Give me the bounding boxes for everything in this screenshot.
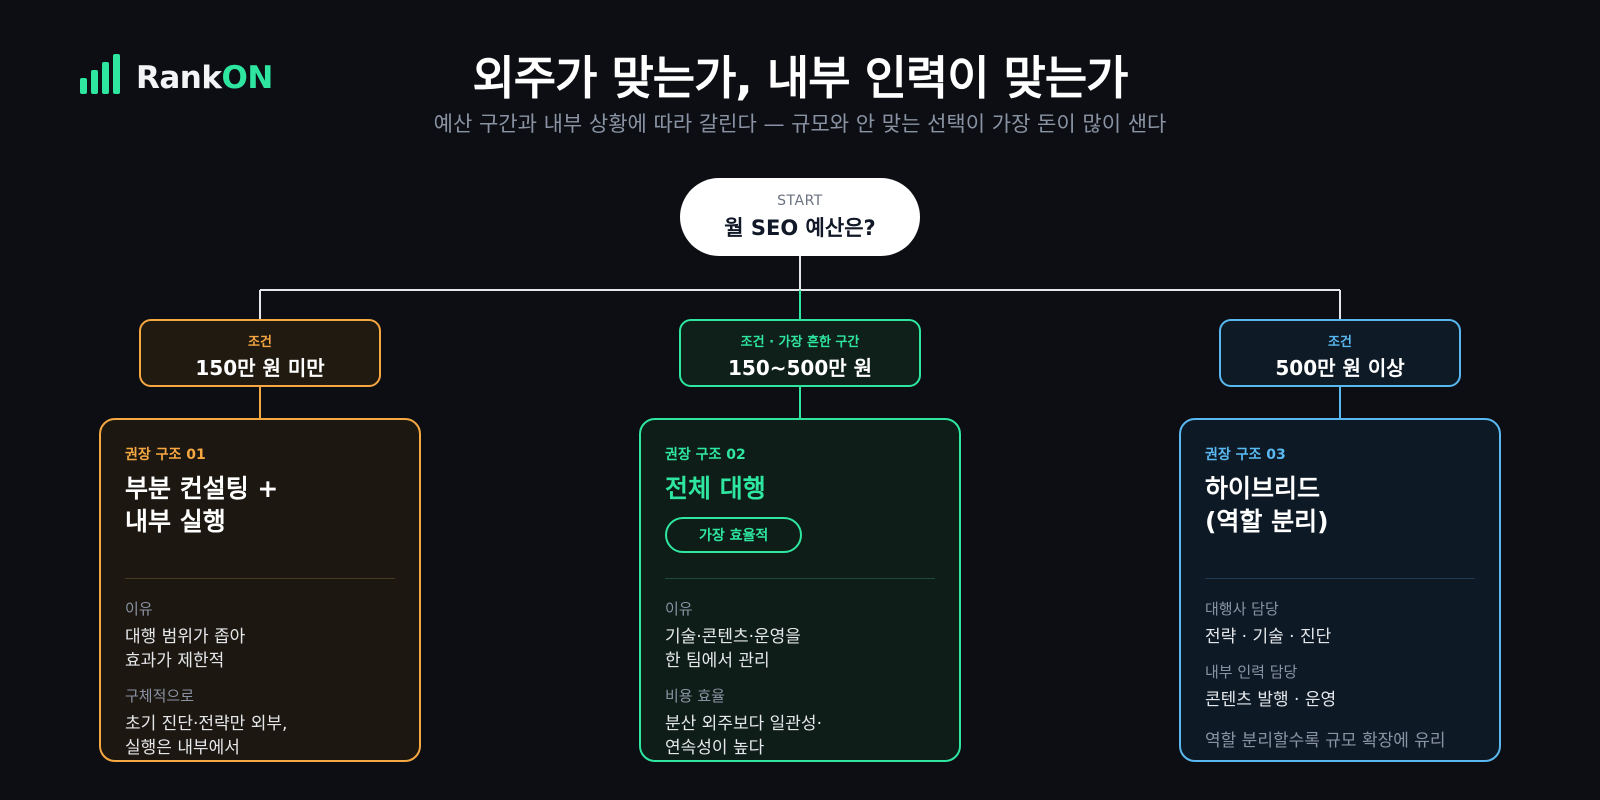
- section-label: 대행사 담당: [1205, 600, 1279, 618]
- recommendation-card-02: 권장 구조 02 전체 대행 가장 효율적 이유 기술·콘텐츠·운영을 한 팀에…: [639, 418, 961, 762]
- condition-node-mid: 조건 · 가장 흔한 구간 150~500만 원: [679, 319, 921, 387]
- card-tag: 권장 구조 01: [125, 447, 206, 463]
- card-tag: 권장 구조 03: [1205, 447, 1286, 463]
- card-tag: 권장 구조 02: [665, 447, 746, 463]
- recommendation-card-03: 권장 구조 03 하이브리드 (역할 분리) 대행사 담당 전략 · 기술 · …: [1179, 418, 1501, 762]
- start-label: START: [777, 193, 823, 209]
- section-value: 기술·콘텐츠·운영을 한 팀에서 관리: [665, 627, 801, 671]
- section-value: 분산 외주보다 일관성· 연속성이 높다: [665, 714, 822, 758]
- start-question: 월 SEO 예산은?: [724, 216, 876, 240]
- condition-value: 150만 원 미만: [195, 356, 325, 380]
- condition-node-high: 조건 500만 원 이상: [1219, 319, 1461, 387]
- section-label: 이유: [665, 600, 693, 618]
- page-subtitle: 예산 구간과 내부 상황에 따라 갈린다 — 규모와 안 맞는 선택이 가장 돈…: [433, 112, 1167, 136]
- section-label: 내부 인력 담당: [1205, 663, 1298, 681]
- condition-label: 조건: [1328, 335, 1352, 350]
- most-efficient-badge: 가장 효율적: [665, 517, 803, 553]
- brand-name-part2: ON: [221, 60, 273, 96]
- card-title: 부분 컨설팅 + 내부 실행: [125, 474, 279, 536]
- card-divider: [125, 578, 395, 579]
- card-body: 이유 기술·콘텐츠·운영을 한 팀에서 관리 비용 효율 분산 외주보다 일관성…: [665, 598, 939, 760]
- card-title: 전체 대행: [665, 474, 766, 503]
- section-value: 전략 · 기술 · 진단: [1205, 627, 1332, 647]
- section-value: 콘텐츠 발행 · 운영: [1205, 690, 1337, 710]
- card-divider: [665, 578, 935, 579]
- start-node: START 월 SEO 예산은?: [680, 178, 920, 256]
- section-value: 대행 범위가 좁아 효과가 제한적: [125, 627, 246, 671]
- section-label: 구체적으로: [125, 687, 195, 705]
- page-title: 외주가 맞는가, 내부 인력이 맞는가: [472, 51, 1128, 105]
- condition-node-low: 조건 150만 원 미만: [139, 319, 381, 387]
- recommendation-card-01: 권장 구조 01 부분 컨설팅 + 내부 실행 이유 대행 범위가 좁아 효과가…: [99, 418, 421, 762]
- brand-logo: RankON: [80, 54, 273, 94]
- condition-label: 조건 · 가장 흔한 구간: [740, 335, 860, 350]
- brand-name: RankON: [136, 62, 273, 94]
- card-body: 대행사 담당 전략 · 기술 · 진단 내부 인력 담당 콘텐츠 발행 · 운영…: [1205, 598, 1479, 751]
- section-label: 이유: [125, 600, 153, 618]
- card-note: 역할 분리할수록 규모 확장에 유리: [1205, 731, 1446, 751]
- card-body: 이유 대행 범위가 좁아 효과가 제한적 구체적으로 초기 진단·전략만 외부,…: [125, 598, 399, 760]
- bar-chart-logo-icon: [80, 54, 120, 94]
- card-title: 하이브리드 (역할 분리): [1205, 474, 1329, 536]
- section-label: 비용 효율: [665, 687, 725, 705]
- section-value: 초기 진단·전략만 외부, 실행은 내부에서: [125, 714, 288, 758]
- condition-value: 150~500만 원: [727, 356, 873, 380]
- brand-name-part1: Rank: [136, 60, 222, 96]
- condition-value: 500만 원 이상: [1275, 356, 1405, 380]
- condition-label: 조건: [248, 335, 272, 350]
- card-divider: [1205, 578, 1475, 579]
